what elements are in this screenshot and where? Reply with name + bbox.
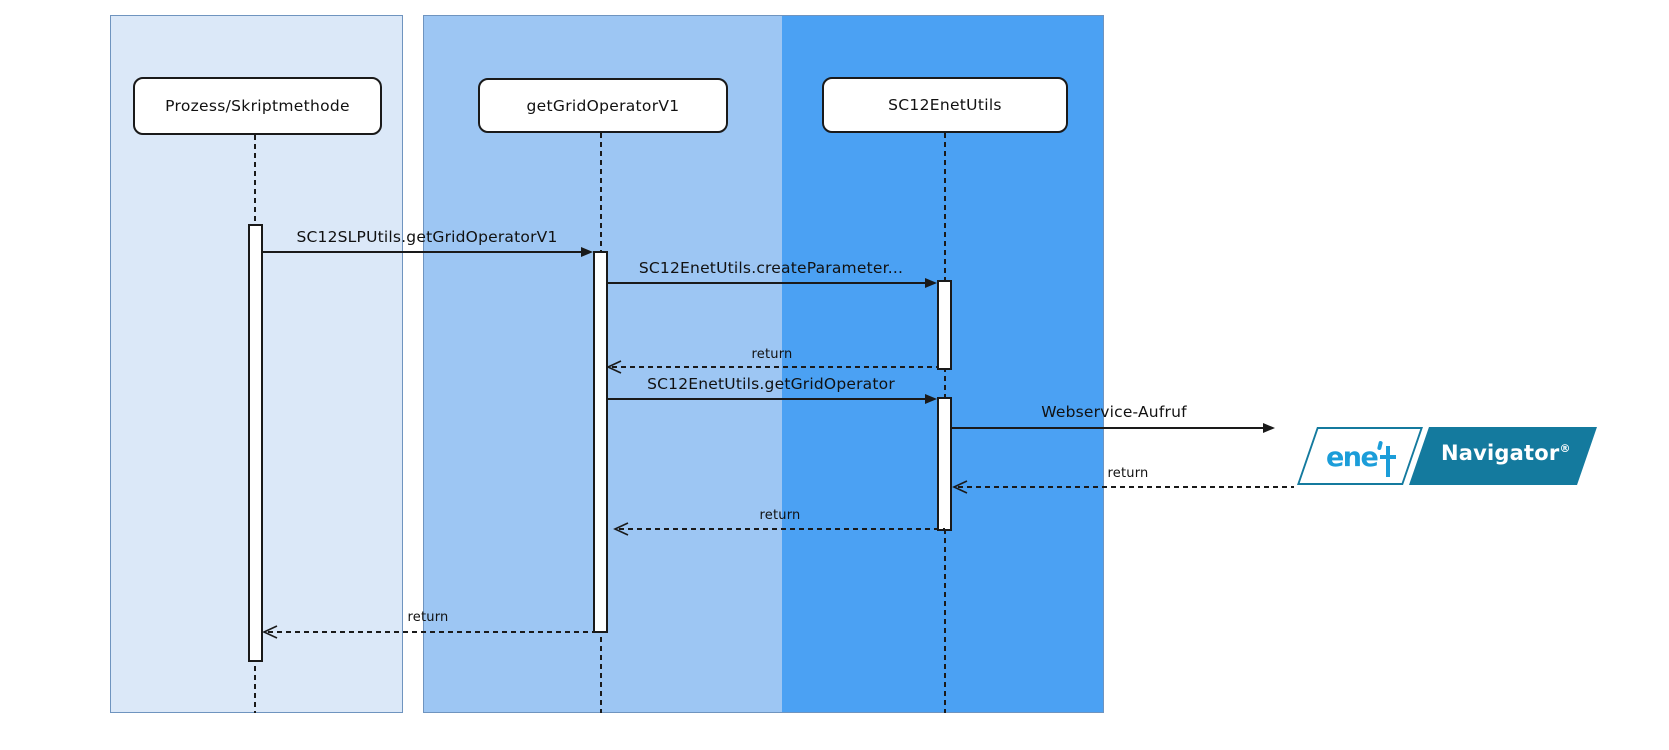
message-label: return (759, 508, 801, 523)
message-line-call (263, 251, 581, 253)
open-arrowhead-icon (613, 522, 629, 536)
filled-arrowhead-icon (925, 278, 937, 288)
message-line-call (952, 427, 1263, 429)
message-line-call (608, 398, 925, 400)
navigator-wordmark: Navigator® (1441, 441, 1571, 465)
message-label: Webservice-Aufruf (1041, 403, 1187, 421)
open-arrowhead-icon (952, 480, 968, 494)
filled-arrowhead-icon (1263, 423, 1275, 433)
registered-trademark-symbol: ® (1559, 442, 1571, 455)
enet-logo-icon: ene (1326, 438, 1397, 477)
enet-apostrophe-glyph (1377, 440, 1384, 450)
message-label: return (751, 347, 793, 362)
activation-bar-sc12enetutils-createparameter (937, 280, 952, 370)
message-label: return (407, 610, 449, 625)
message-label: return (1107, 466, 1149, 481)
enet-t-crossbar (1380, 454, 1397, 459)
enet-brand-letters: ene (1326, 441, 1379, 473)
navigator-product-name: Navigator (1441, 441, 1560, 465)
filled-arrowhead-icon (925, 394, 937, 404)
message-line-return (612, 366, 937, 368)
message-label: SC12EnetUtils.getGridOperator (647, 375, 895, 393)
message-label: SC12SLPUtils.getGridOperatorV1 (296, 228, 558, 246)
activation-bar-prozess (248, 224, 263, 662)
activation-bar-sc12enetutils-getgridoperator (937, 397, 952, 531)
participant-box-prozess-skriptmethode: Prozess/Skriptmethode (133, 77, 382, 135)
message-line-call (608, 282, 925, 284)
open-arrowhead-icon (606, 360, 622, 374)
participant-label: SC12EnetUtils (888, 96, 1002, 114)
participant-label: Prozess/Skriptmethode (165, 97, 350, 115)
message-line-return (268, 631, 601, 633)
participant-box-sc12enetutils: SC12EnetUtils (822, 77, 1068, 133)
activation-bar-getgridoperatorv1 (593, 251, 608, 633)
message-label: SC12EnetUtils.createParameter... (638, 259, 904, 277)
message-line-return (958, 486, 1294, 488)
participant-box-getgridoperatorv1: getGridOperatorV1 (478, 78, 728, 133)
filled-arrowhead-icon (581, 247, 593, 257)
message-line-return (619, 528, 945, 530)
enet-t-glyph (1380, 445, 1397, 477)
participant-label: getGridOperatorV1 (526, 96, 680, 115)
open-arrowhead-icon (262, 625, 278, 639)
